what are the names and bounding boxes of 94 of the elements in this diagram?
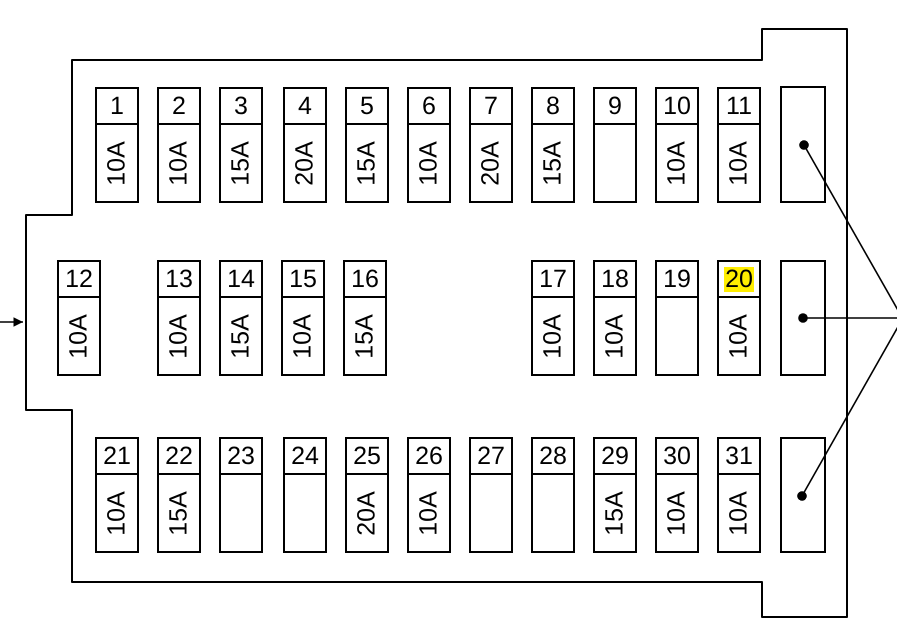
fuse-slot [655, 437, 699, 553]
fuse-rating: 10A [66, 314, 92, 358]
arrow [0, 317, 23, 327]
fuse-number: 8 [545, 94, 561, 118]
fuse-rating: 10A [664, 140, 690, 186]
fuse-rating: 10A [540, 314, 566, 358]
leader-line [799, 140, 897, 312]
fuse-number: 25 [352, 444, 382, 468]
fuse-rating: 20A [354, 490, 380, 536]
fuse-slot [281, 260, 325, 376]
fuse-rating: 15A [354, 140, 380, 186]
fuse-number: 11 [725, 94, 753, 118]
fuse-slot [531, 437, 575, 553]
fuse-slot [95, 87, 139, 203]
fuse-rating: 10A [726, 140, 752, 186]
fuse-number: 19 [662, 266, 692, 292]
fuse-rating: 10A [104, 140, 130, 186]
fuse-slot [157, 87, 201, 203]
fuse-number: 10 [662, 94, 692, 118]
fuse-slot [219, 87, 263, 203]
fuse-rating: 10A [416, 140, 442, 186]
fuse-slot [717, 437, 761, 553]
relay-slot [780, 86, 826, 203]
leader-line [798, 313, 897, 323]
fuse-number: 14 [226, 266, 256, 292]
fuse-number: 13 [164, 266, 194, 292]
fuse-number: 17 [538, 266, 568, 292]
fuse-number: 24 [290, 444, 320, 468]
fuse-slot [219, 260, 263, 376]
fuse-rating: 10A [726, 314, 752, 358]
fuse-rating: 15A [228, 140, 254, 186]
fuse-rating: 20A [292, 140, 318, 186]
fuse-slot [407, 437, 451, 553]
fuse-slot [157, 260, 201, 376]
fuse-rating: 10A [416, 490, 442, 536]
fuse-number: 26 [414, 444, 444, 468]
fuse-slot [717, 260, 761, 376]
fuse-slot [219, 437, 263, 553]
fuse-number: 4 [297, 94, 313, 118]
fuse-slot [157, 437, 201, 553]
relay-slot [780, 437, 826, 553]
fuse-slot [655, 260, 699, 376]
fuse-slot [57, 260, 101, 376]
fuse-number: 9 [607, 94, 623, 118]
fuse-rating: 15A [602, 490, 628, 536]
fuse-number: 20 [724, 266, 754, 292]
fuse-number: 2 [171, 94, 187, 118]
fuse-number: 3 [233, 94, 249, 118]
relay-slot [780, 260, 826, 376]
fuse-number: 21 [102, 444, 132, 468]
fuse-rating: 10A [166, 314, 192, 358]
fuse-number: 27 [476, 444, 506, 468]
fuse-slot [343, 260, 387, 376]
fuse-slot [345, 87, 389, 203]
fuse-rating: 15A [352, 314, 378, 358]
fuse-number: 22 [164, 444, 194, 468]
fuse-number: 30 [662, 444, 692, 468]
fuse-number: 28 [538, 444, 568, 468]
fuse-rating: 10A [602, 314, 628, 358]
fuse-slot [407, 87, 451, 203]
fuse-slot [531, 260, 575, 376]
fuse-slot [717, 87, 761, 203]
fuse-slot [469, 87, 513, 203]
fuse-number: 6 [421, 94, 437, 118]
fuse-slot [283, 437, 327, 553]
fuse-number: 15 [288, 266, 318, 292]
fuse-rating: 10A [166, 140, 192, 186]
fuse-rating: 10A [104, 490, 130, 536]
fuse-slot [95, 437, 139, 553]
fuse-slot [345, 437, 389, 553]
leader-line [797, 324, 897, 501]
fuse-slot [593, 87, 637, 203]
fuse-number: 16 [350, 266, 380, 292]
fuse-slot [593, 437, 637, 553]
fuse-number: 31 [724, 444, 754, 468]
fuse-rating: 10A [290, 314, 316, 358]
fuse-rating: 15A [540, 140, 566, 186]
fuse-rating: 15A [166, 490, 192, 536]
fuse-rating: 10A [726, 490, 752, 536]
fuse-slot [469, 437, 513, 553]
fuse-slot [531, 87, 575, 203]
fuse-rating: 20A [478, 140, 504, 186]
fuse-number: 29 [600, 444, 630, 468]
fuse-number: 1 [109, 94, 125, 118]
fuse-rating: 10A [664, 490, 690, 536]
fuse-number: 5 [359, 94, 375, 118]
fuse-number: 7 [483, 94, 499, 118]
fuse-rating: 15A [228, 314, 254, 358]
fuse-number: 18 [600, 266, 630, 292]
fuse-slot [283, 87, 327, 203]
fuse-number: 12 [64, 266, 94, 292]
fuse-number: 23 [226, 444, 256, 468]
fuse-slot [655, 87, 699, 203]
fuse-slot [593, 260, 637, 376]
